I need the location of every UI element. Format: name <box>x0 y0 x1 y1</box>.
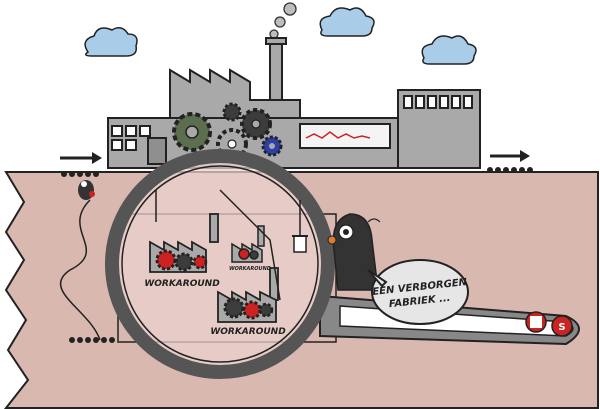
trash-bin-icon <box>292 235 308 253</box>
cloud-left <box>84 27 138 57</box>
winding-path <box>59 199 101 341</box>
cloud-center <box>319 7 375 37</box>
gear-small-dark-icon <box>222 102 242 122</box>
arrow-out-icon <box>490 150 530 162</box>
workaround-label-bottom: WORKAROUND <box>210 327 286 337</box>
small-mole-figure <box>78 180 95 200</box>
magnifier-lens <box>105 149 335 379</box>
conveyor-top <box>61 167 533 177</box>
hidden-factory-left <box>149 213 219 273</box>
hidden-factory-bottom <box>217 267 279 323</box>
gear-dark-icon <box>240 108 272 140</box>
cloud-right <box>421 35 477 65</box>
hidden-factory-small <box>231 225 265 263</box>
gear-green-icon <box>172 112 212 152</box>
logo-b: S <box>551 315 573 337</box>
chimney-smoke <box>269 2 297 39</box>
logo-a <box>525 311 547 333</box>
speech-bubble <box>367 259 469 325</box>
workaround-label-small: WORKAROUND <box>229 266 271 272</box>
arrow-in-icon <box>60 152 102 164</box>
conveyor-bottom <box>69 337 115 343</box>
svg-text:S: S <box>558 322 565 333</box>
gear-blue-icon <box>261 135 283 157</box>
detective-mole-figure <box>327 213 381 291</box>
workaround-label-left: WORKAROUND <box>144 279 220 289</box>
